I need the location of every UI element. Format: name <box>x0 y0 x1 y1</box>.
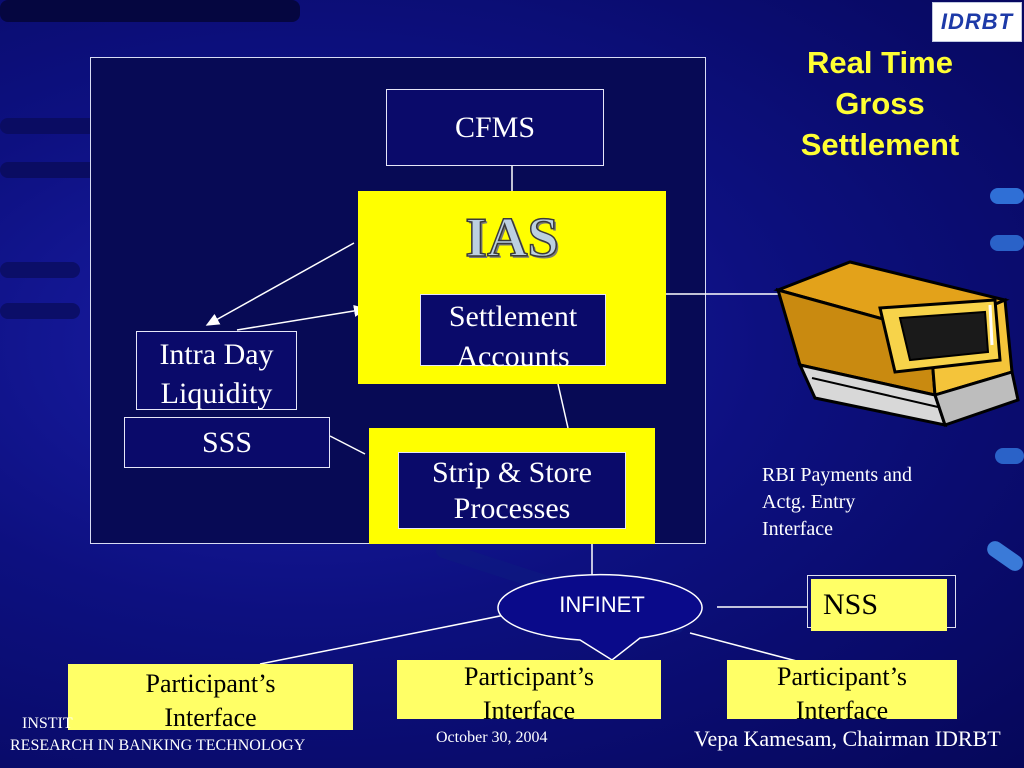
title-line: Real Time <box>807 45 953 80</box>
strip-label-line: Processes <box>453 492 571 525</box>
participant-label-line: Interface <box>482 696 576 725</box>
bg-streak <box>0 303 80 319</box>
footer-presenter: Vepa Kamesam, Chairman IDRBT <box>694 726 1001 751</box>
participant-label-line: Participant’s <box>464 662 594 691</box>
sss-box: SSS <box>124 417 330 468</box>
settlement-label-line: Settlement <box>448 300 578 333</box>
title-line: Settlement <box>800 127 960 162</box>
intraday-label-line: Liquidity <box>160 377 273 410</box>
bg-streak <box>0 262 80 278</box>
title-line: Gross <box>835 86 925 121</box>
footer-institute-line2: RESEARCH IN BANKING TECHNOLOGY <box>10 737 306 754</box>
bg-streak <box>995 448 1024 464</box>
settlement-label-line: Accounts <box>456 340 570 373</box>
rbi-label-line: Actg. Entry <box>762 491 856 513</box>
footer-institute-line1: INSTIT <box>22 715 73 732</box>
ias-to-intraday-arrow <box>205 242 355 326</box>
participant-interface-box: Participant’s Interface <box>68 664 353 732</box>
idrbt-logo: IDRBT <box>932 2 1022 42</box>
strip-store-box: Strip & Store Processes <box>398 452 626 529</box>
participant-label-line: Interface <box>164 703 257 732</box>
rbi-label-line: Interface <box>762 518 834 540</box>
ias-strip-line <box>557 383 569 429</box>
cfms-box: CFMS <box>386 89 604 166</box>
settlement-accounts-box: Settlement Accounts <box>420 294 606 373</box>
nss-box: NSS <box>811 579 947 631</box>
ias-label: IAS <box>465 206 560 270</box>
participant-interface-box: Participant’s Interface <box>397 660 661 725</box>
intraday-label-line: Intra Day <box>159 338 274 371</box>
infinet-label: INFINET <box>559 592 645 617</box>
slide-title: Real Time Gross Settlement <box>760 42 1000 165</box>
sss-strip-line <box>329 435 366 455</box>
participant-label-line: Participant’s <box>777 662 907 691</box>
footer-date: October 30, 2004 <box>436 729 548 746</box>
infinet-participant1-line <box>259 612 516 665</box>
rbi-interface-label: RBI Payments and Actg. Entry Interface <box>762 462 962 543</box>
bg-streak <box>990 235 1024 251</box>
infinet-participant3-line <box>689 632 809 665</box>
participant-label-line: Interface <box>795 696 889 725</box>
participant-interface-box: Participant’s Interface <box>727 660 957 725</box>
intraday-to-ias-arrow <box>236 305 368 331</box>
intra-day-liquidity-box: Intra Day Liquidity <box>136 331 297 410</box>
bg-streak <box>0 0 300 22</box>
participant-label-line: Participant’s <box>145 669 276 698</box>
logo-text: IDRBT <box>940 9 1014 34</box>
rbi-label-line: RBI Payments and <box>762 464 912 486</box>
strip-label-line: Strip & Store <box>431 456 592 489</box>
bg-streak <box>990 188 1024 204</box>
